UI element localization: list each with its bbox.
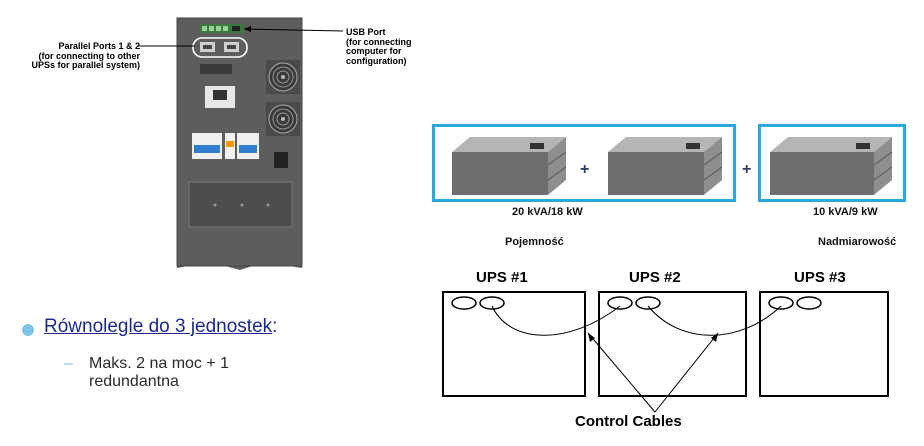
- ups-1-title: UPS #1: [476, 269, 528, 286]
- ups-3-port-1: [768, 296, 794, 310]
- plus-sign-2: +: [742, 161, 752, 178]
- cooling-fan-top: [266, 60, 300, 94]
- capacity-value: 20 kVA/18 kW: [512, 206, 583, 218]
- capacity-caption: Pojemność: [505, 236, 564, 248]
- panel-slot: [200, 64, 232, 74]
- bullet-main-text: Równolegle do 3 jednostek: [44, 316, 273, 337]
- parallel-ports-outline: [192, 37, 248, 58]
- bullet-dot: [22, 324, 34, 336]
- control-cable-2: [647, 305, 782, 336]
- redundancy-value: 10 kVA/9 kW: [813, 206, 878, 218]
- sub-bullet-text: Maks. 2 na moc + 1 redundantna: [89, 355, 230, 390]
- usb-port-terminal: [200, 24, 244, 33]
- bullet-main: Równolegle do 3 jednostek:: [44, 316, 277, 338]
- usb-port-label: USB Port (for connecting computer for co…: [346, 27, 412, 66]
- plus-sign-1: +: [580, 161, 590, 178]
- ups-3-title: UPS #3: [794, 269, 846, 286]
- ups-2-port-1: [607, 296, 633, 310]
- breaker-row: [192, 133, 259, 159]
- ups-2-title: UPS #2: [629, 269, 681, 286]
- ups-3-port-2: [796, 296, 822, 310]
- terminal-cover: [188, 181, 293, 228]
- ups-1-port-1: [451, 296, 477, 310]
- ups-2-port-2: [635, 296, 661, 310]
- control-cable-1: [491, 305, 621, 336]
- redundancy-group-box: [758, 124, 906, 202]
- sub-bullet-dash: –: [64, 355, 73, 372]
- rack-ups-unit-3: [770, 137, 893, 195]
- ups-1-port-2: [479, 296, 505, 310]
- parallel-ports-label: Parallel Ports 1 & 2 (for connecting to …: [31, 41, 140, 70]
- redundancy-caption: Nadmiarowość: [818, 236, 897, 248]
- rack-ups-unit-2: [608, 137, 723, 195]
- power-socket: [274, 152, 288, 168]
- control-cables-label: Control Cables: [575, 413, 682, 430]
- usb-port-leader: [243, 28, 344, 32]
- cooling-fan-bottom: [266, 102, 300, 136]
- bullet-colon: :: [272, 316, 278, 337]
- rack-ups-unit-1: [452, 137, 567, 195]
- capacity-group-box: [432, 124, 736, 202]
- cable-pointer-right: [654, 332, 719, 413]
- cable-pointer-left: [587, 332, 656, 413]
